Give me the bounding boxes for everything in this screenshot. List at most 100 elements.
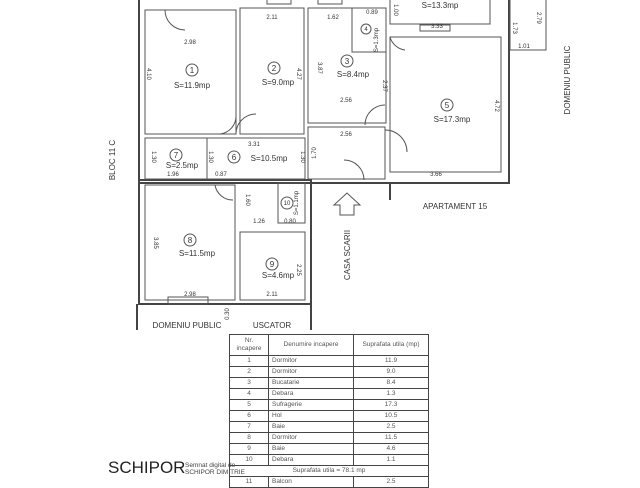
cell-nr: 6 xyxy=(229,410,269,422)
cell-denumire: Debara xyxy=(268,388,354,400)
svg-text:S=1.1mp: S=1.1mp xyxy=(294,190,300,215)
svg-text:1.70: 1.70 xyxy=(312,147,318,159)
cell-denumire: Dormitor xyxy=(268,355,354,367)
svg-text:3.87: 3.87 xyxy=(316,62,322,74)
cell-denumire: Baie xyxy=(268,443,354,455)
svg-text:S=8.4mp: S=8.4mp xyxy=(337,70,370,79)
room-labels: 1 S=11.9mp 2 S=9.0mp 3 S=8.4mp 4 S=1.3mp… xyxy=(166,1,471,280)
svg-text:S=4.6mp: S=4.6mp xyxy=(262,271,295,280)
domeniu-public-right-label: DOMENIU PUBLIC xyxy=(563,45,572,114)
svg-text:1.30: 1.30 xyxy=(207,151,213,163)
cell-suprafata: 11.9 xyxy=(353,355,429,367)
cell-suprafata: 4.6 xyxy=(353,443,429,455)
casa-scarii-label: CASA SCARII xyxy=(343,230,352,280)
svg-text:3.33: 3.33 xyxy=(431,24,443,30)
svg-text:9: 9 xyxy=(270,260,275,269)
svg-text:2.25: 2.25 xyxy=(295,264,301,276)
svg-text:2.11: 2.11 xyxy=(266,292,278,298)
svg-text:S=1.3mp: S=1.3mp xyxy=(374,27,380,52)
header-denumire: Denumire incapere xyxy=(268,334,354,356)
svg-text:10: 10 xyxy=(284,201,291,207)
svg-text:1.30: 1.30 xyxy=(299,151,305,163)
svg-text:0.80: 0.80 xyxy=(284,219,296,225)
svg-text:2: 2 xyxy=(272,64,277,73)
svg-text:2.37: 2.37 xyxy=(381,80,387,92)
svg-text:2.56: 2.56 xyxy=(340,98,352,104)
svg-text:0.89: 0.89 xyxy=(366,10,378,16)
rooms-table: Nr. incapere Denumire incapere Suprafata… xyxy=(229,334,429,488)
cell-suprafata: 10.5 xyxy=(353,410,429,422)
svg-text:2.79: 2.79 xyxy=(535,12,541,24)
cell-suprafata: 1.3 xyxy=(353,388,429,400)
dimensions: 2.98 4.10 2.11 4.27 1.62 0.89 3.87 2.56 … xyxy=(145,4,541,320)
cell-nr: 2 xyxy=(229,366,269,378)
signature-name: SCHIPOR xyxy=(108,458,186,477)
cell-denumire: Bucatarie xyxy=(268,377,354,389)
svg-text:8: 8 xyxy=(188,236,193,245)
svg-text:S=11.5mp: S=11.5mp xyxy=(179,249,216,258)
svg-text:1: 1 xyxy=(190,66,195,75)
cell-denumire: Dormitor xyxy=(268,366,354,378)
svg-text:S=11.9mp: S=11.9mp xyxy=(174,81,211,90)
cell-denumire: Baie xyxy=(268,421,354,433)
cell-nr: 8 xyxy=(229,432,269,444)
svg-text:2.11: 2.11 xyxy=(266,15,278,21)
bloc-label: BLOC 11 C xyxy=(108,140,117,181)
room-1-outline xyxy=(144,9,237,135)
total-row: Suprafata utila = 78.1 mp xyxy=(229,465,429,477)
cell-suprafata: 8.4 xyxy=(353,377,429,389)
cell-suprafata: 1.1 xyxy=(353,454,429,466)
svg-text:1.30: 1.30 xyxy=(150,151,156,163)
svg-text:5: 5 xyxy=(445,101,450,110)
header-nr: Nr. incapere xyxy=(229,334,269,356)
svg-text:4.10: 4.10 xyxy=(145,68,151,80)
cell-nr: 1 xyxy=(229,355,269,367)
svg-text:3.85: 3.85 xyxy=(152,237,158,249)
svg-text:2.98: 2.98 xyxy=(184,292,196,298)
svg-text:S=9.0mp: S=9.0mp xyxy=(262,78,295,87)
domeniu-public-bottom-label: DOMENIU PUBLIC xyxy=(153,321,222,330)
svg-text:1.01: 1.01 xyxy=(518,44,530,50)
svg-text:3: 3 xyxy=(345,57,350,66)
cell-nr: 4 xyxy=(229,388,269,400)
outer-wall-upper xyxy=(138,0,510,184)
svg-text:1.00: 1.00 xyxy=(392,4,398,16)
svg-text:4.72: 4.72 xyxy=(493,100,499,112)
svg-text:1.26: 1.26 xyxy=(253,219,265,225)
svg-text:S=10.5mp: S=10.5mp xyxy=(251,154,288,163)
cell-denumire: Debara xyxy=(268,454,354,466)
svg-text:3.66: 3.66 xyxy=(430,172,442,178)
cell-suprafata: 11.5 xyxy=(353,432,429,444)
header-suprafata: Suprafata utila (mp) xyxy=(353,334,429,356)
cell-nr: 9 xyxy=(229,443,269,455)
svg-text:6: 6 xyxy=(232,153,237,162)
svg-text:1.73: 1.73 xyxy=(511,22,517,34)
cell-denumire: Sufragerie xyxy=(268,399,354,411)
cell-suprafata: 9.0 xyxy=(353,366,429,378)
svg-text:1.96: 1.96 xyxy=(167,172,179,178)
svg-text:1.62: 1.62 xyxy=(327,15,339,21)
cell-suprafata: 2.5 xyxy=(353,421,429,433)
cell-denumire: Hol xyxy=(268,410,354,422)
svg-text:1.60: 1.60 xyxy=(244,194,250,206)
svg-text:S=13.3mp: S=13.3mp xyxy=(422,1,459,10)
entrance-arrow-icon xyxy=(332,192,362,216)
cell-denumire: Dormitor xyxy=(268,432,354,444)
svg-text:2.56: 2.56 xyxy=(340,132,352,138)
svg-text:3.31: 3.31 xyxy=(248,142,260,148)
uscator-label: USCATOR xyxy=(253,321,292,330)
svg-text:0.87: 0.87 xyxy=(215,172,227,178)
cell-nr: 7 xyxy=(229,421,269,433)
svg-text:0.30: 0.30 xyxy=(225,308,231,320)
